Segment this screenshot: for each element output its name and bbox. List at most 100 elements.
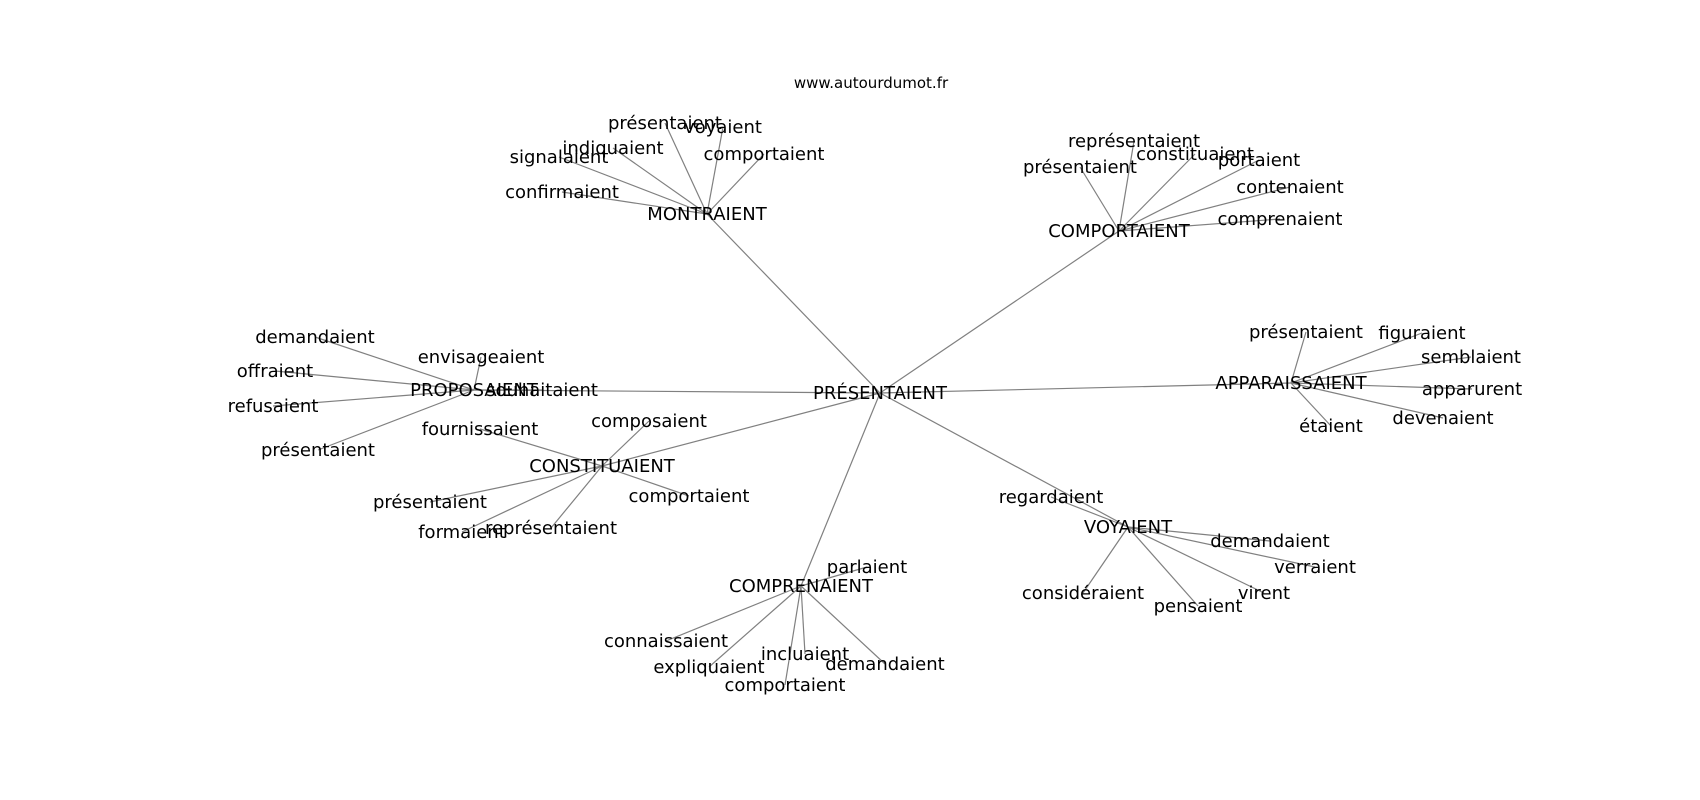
leaf-node[interactable]: virent (1238, 583, 1290, 604)
leaf-node[interactable]: portaient (1218, 150, 1300, 171)
edge-group-to-leaf (317, 389, 475, 451)
edge-group-to-leaf (1290, 382, 1332, 427)
leaf-node[interactable]: semblaient (1421, 347, 1521, 368)
group-node[interactable]: VOYAIENT (1084, 517, 1173, 538)
group-node[interactable]: MONTRAIENT (647, 204, 767, 225)
leaf-node[interactable]: fournissaient (422, 419, 539, 440)
leaf-node[interactable]: comportaient (629, 486, 750, 507)
leaf-node[interactable]: verraient (1274, 557, 1356, 578)
edge-group-to-leaf (800, 566, 868, 587)
leaf-node[interactable]: présentaient (1249, 322, 1363, 343)
group-node[interactable]: COMPRENAIENT (729, 576, 874, 597)
edge-group-to-leaf (784, 585, 802, 686)
leaf-node[interactable]: offraient (237, 361, 313, 382)
leaf-node[interactable]: parlaient (827, 557, 907, 578)
edge-group-to-leaf (800, 585, 886, 665)
leaf-node[interactable]: regardaient (999, 487, 1104, 508)
edge-group-to-leaf (1118, 186, 1291, 232)
edge-group-to-leaf (1127, 526, 1199, 607)
leaf-node[interactable]: signalaient (510, 147, 609, 168)
edge-group-to-leaf (1082, 526, 1129, 594)
leaf-node[interactable]: composaient (591, 411, 707, 432)
leaf-node[interactable]: contenaient (1236, 177, 1343, 198)
edge-group-to-leaf (1290, 356, 1472, 384)
leaf-node[interactable]: refusaient (228, 396, 319, 417)
edge-group-to-leaf (1290, 382, 1444, 419)
edge-group-to-leaf (479, 428, 603, 467)
edge-group-to-leaf (1118, 159, 1260, 232)
edge-center-to-group (800, 392, 881, 587)
leaf-node[interactable]: présentaient (261, 440, 375, 461)
edge-group-to-leaf (314, 336, 475, 391)
edge-group-to-leaf (1290, 382, 1473, 390)
edge-group-to-leaf (800, 585, 806, 655)
leaf-node[interactable]: étaient (1299, 416, 1363, 437)
site-watermark[interactable]: www.autourdumot.fr (794, 74, 949, 92)
edge-group-to-leaf (601, 420, 650, 467)
edge-group-to-leaf (1127, 526, 1271, 542)
edge-group-to-leaf (561, 191, 708, 215)
leaf-node[interactable]: comportaient (725, 675, 846, 696)
edge-group-to-leaf (429, 465, 603, 503)
edge-group-to-leaf (461, 465, 603, 533)
edge-group-to-leaf (274, 370, 475, 391)
edge-group-to-leaf (1290, 332, 1423, 384)
leaf-node[interactable]: figuraient (1378, 323, 1465, 344)
leaf-node[interactable]: présentaient (1023, 157, 1137, 178)
edge-group-to-leaf (612, 147, 708, 215)
leaf-node[interactable]: représentaient (1068, 131, 1200, 152)
edge-group-to-leaf (1127, 526, 1265, 594)
group-node[interactable]: COMPORTAIENT (1048, 221, 1191, 242)
leaf-node[interactable]: apparurent (1422, 379, 1522, 400)
leaf-node[interactable]: comprenaient (1218, 209, 1343, 230)
leaf-node[interactable]: connaissaient (604, 631, 728, 652)
edge-group-to-leaf (1290, 331, 1307, 384)
center-node[interactable]: PRÉSENTAIENT (813, 382, 948, 404)
leaf-node[interactable]: confirmaient (505, 182, 619, 203)
edge-group-to-leaf (558, 156, 708, 215)
group-node[interactable]: CONSTITUAIENT (529, 456, 676, 477)
leaf-node[interactable]: considéraient (1022, 583, 1144, 604)
edge-group-to-leaf (601, 465, 690, 497)
edge-center-to-group (879, 382, 1292, 394)
edge-center-to-group (601, 392, 881, 467)
edge-group-to-leaf (272, 389, 475, 407)
edge-center-to-group (879, 230, 1120, 394)
edge-group-to-leaf (473, 356, 482, 391)
leaf-node[interactable]: demandaient (1210, 531, 1329, 552)
leaf-node[interactable]: indiquaient (562, 138, 663, 159)
graph-edges (272, 122, 1473, 686)
edge-group-to-leaf (1127, 526, 1316, 568)
leaf-node[interactable]: incluaient (761, 644, 849, 665)
leaf-node[interactable]: devenaient (1392, 408, 1493, 429)
edge-group-to-leaf (550, 465, 603, 529)
edge-center-to-group (879, 392, 1129, 528)
edge-center-to-group (706, 213, 881, 394)
leaf-node[interactable]: envisageaient (418, 347, 545, 368)
leaf-node[interactable]: pensaient (1154, 596, 1243, 617)
leaf-node[interactable]: expliquaient (653, 657, 764, 678)
edge-group-to-leaf (1118, 140, 1135, 232)
leaf-node[interactable]: présentaient (608, 113, 722, 134)
group-node[interactable]: PROPOSAIENT (410, 380, 539, 401)
leaf-node[interactable]: demandaient (255, 327, 374, 348)
leaf-node[interactable]: voyaient (684, 117, 762, 138)
leaf-node[interactable]: souhaitaient (486, 380, 598, 401)
edge-group-to-leaf (665, 585, 802, 642)
leaf-node[interactable]: formaient (418, 522, 506, 543)
edge-group-to-leaf (706, 153, 765, 215)
group-node[interactable]: APPARAISSAIENT (1215, 373, 1367, 394)
edge-group-to-leaf (664, 122, 708, 215)
graph-labels: www.autourdumot.fr PRÉSENTAIENT MONTRAIEN… (228, 74, 1523, 696)
leaf-node[interactable]: représentaient (485, 518, 617, 539)
leaf-node[interactable]: constituaient (1136, 144, 1254, 165)
leaf-node[interactable]: demandaient (825, 654, 944, 675)
edge-group-to-leaf (1079, 166, 1120, 232)
leaf-node[interactable]: présentaient (373, 492, 487, 513)
edge-group-to-leaf (1118, 153, 1196, 232)
edge-group-to-leaf (1118, 218, 1281, 232)
leaf-node[interactable]: comportaient (704, 144, 825, 165)
edge-group-to-leaf (1050, 496, 1129, 528)
edge-group-to-leaf (706, 126, 724, 215)
